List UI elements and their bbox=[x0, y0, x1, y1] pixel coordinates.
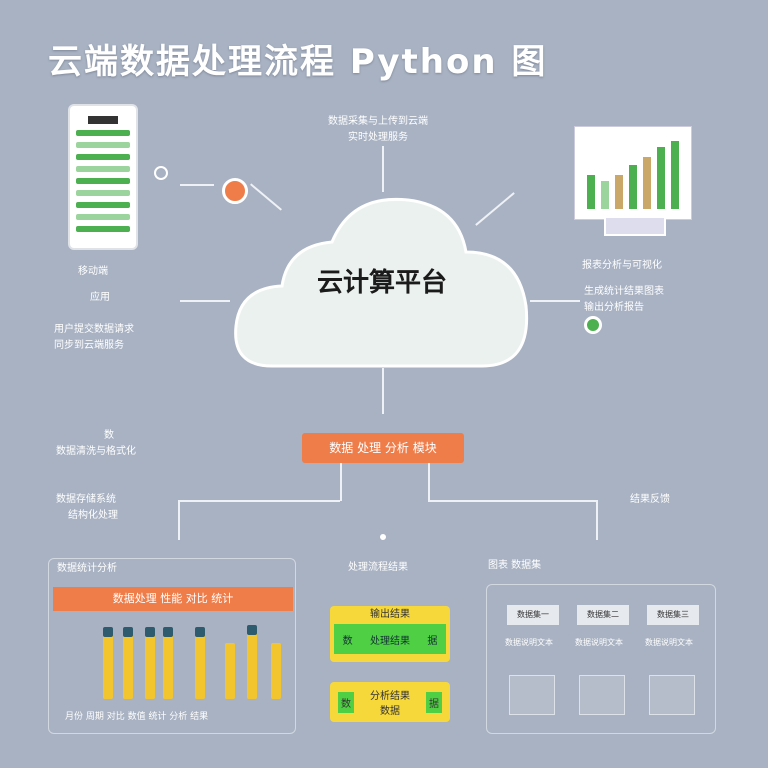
sync-icon bbox=[154, 166, 168, 180]
dot-icon bbox=[380, 534, 386, 540]
upload-icon bbox=[222, 178, 248, 204]
image-thumbnail bbox=[509, 675, 555, 715]
bar bbox=[103, 631, 113, 699]
left-desc: 用户提交数据请求同步到云端服务 bbox=[54, 324, 134, 351]
middle-title: 处理流程结果 bbox=[348, 562, 408, 573]
phone-sub: 应用 bbox=[90, 292, 110, 303]
connector bbox=[530, 300, 580, 302]
bar bbox=[195, 631, 205, 699]
right-note: 结果反馈 bbox=[630, 494, 670, 505]
dataset-card[interactable]: 数据集二 bbox=[577, 605, 629, 625]
connector bbox=[180, 184, 214, 186]
phone-icon bbox=[68, 104, 138, 250]
bar bbox=[247, 629, 257, 699]
report-chart-icon bbox=[574, 126, 692, 220]
connector bbox=[428, 463, 430, 501]
connector bbox=[382, 368, 384, 414]
report-caption: 报表分析与可视化 bbox=[582, 260, 662, 271]
top-caption: 数据采集与上传到云端实时处理服务 bbox=[328, 116, 428, 143]
connector bbox=[382, 146, 384, 192]
connector bbox=[596, 500, 598, 540]
result-box: 输出结果 数处理结果据 bbox=[330, 606, 450, 662]
dataset-card[interactable]: 数据集一 bbox=[507, 605, 559, 625]
analysis-box: 数 分析结果数据 据 bbox=[330, 682, 450, 722]
left-note: 数据清洗与格式化 bbox=[56, 446, 136, 457]
image-thumbnail bbox=[649, 675, 695, 715]
dataset-card[interactable]: 数据集三 bbox=[647, 605, 699, 625]
connector bbox=[340, 463, 342, 501]
connector bbox=[178, 500, 180, 540]
check-icon bbox=[584, 316, 602, 334]
bar-cap bbox=[247, 625, 257, 635]
process-module-box: 数据 处理 分析 模块 bbox=[302, 433, 464, 463]
left-note2: 数据存储系统结构化处理 bbox=[56, 494, 118, 521]
bar bbox=[271, 643, 281, 699]
connector bbox=[178, 500, 340, 502]
bar bbox=[163, 631, 173, 699]
cloud-label: 云计算平台 bbox=[316, 268, 447, 298]
bar bbox=[123, 631, 133, 699]
stats-banner: 数据处理 性能 对比 统计 bbox=[53, 587, 293, 611]
cloud-icon bbox=[234, 197, 529, 368]
bar-cap bbox=[145, 627, 155, 637]
left-note-top: 数 bbox=[104, 430, 114, 441]
stats-panel: 数据统计分析 数据处理 性能 对比 统计 月份 周期 对比 数值 统计 分析 结… bbox=[48, 558, 296, 734]
connector bbox=[428, 500, 598, 502]
bar-cap bbox=[163, 627, 173, 637]
right-desc: 生成统计结果图表输出分析报告 bbox=[584, 286, 664, 313]
connector bbox=[180, 300, 230, 302]
bar bbox=[225, 643, 235, 699]
bar-cap bbox=[103, 627, 113, 637]
report-bars bbox=[587, 141, 679, 209]
phone-header bbox=[88, 116, 118, 124]
stats-panel-title: 数据统计分析 bbox=[57, 563, 117, 574]
dataset-title: 图表 数据集 bbox=[488, 560, 542, 571]
laptop-icon bbox=[604, 216, 666, 236]
bar-cap bbox=[195, 627, 205, 637]
dataset-panel: 数据集一 数据集二 数据集三 数据说明文本 数据说明文本 数据说明文本 bbox=[486, 584, 716, 734]
page-title: 云端数据处理流程 Python 图 bbox=[48, 42, 548, 82]
phone-caption: 移动端 bbox=[78, 266, 108, 277]
stats-footer: 月份 周期 对比 数值 统计 分析 结果 bbox=[65, 712, 209, 722]
bar-cap bbox=[123, 627, 133, 637]
bar bbox=[145, 631, 155, 699]
image-thumbnail bbox=[579, 675, 625, 715]
